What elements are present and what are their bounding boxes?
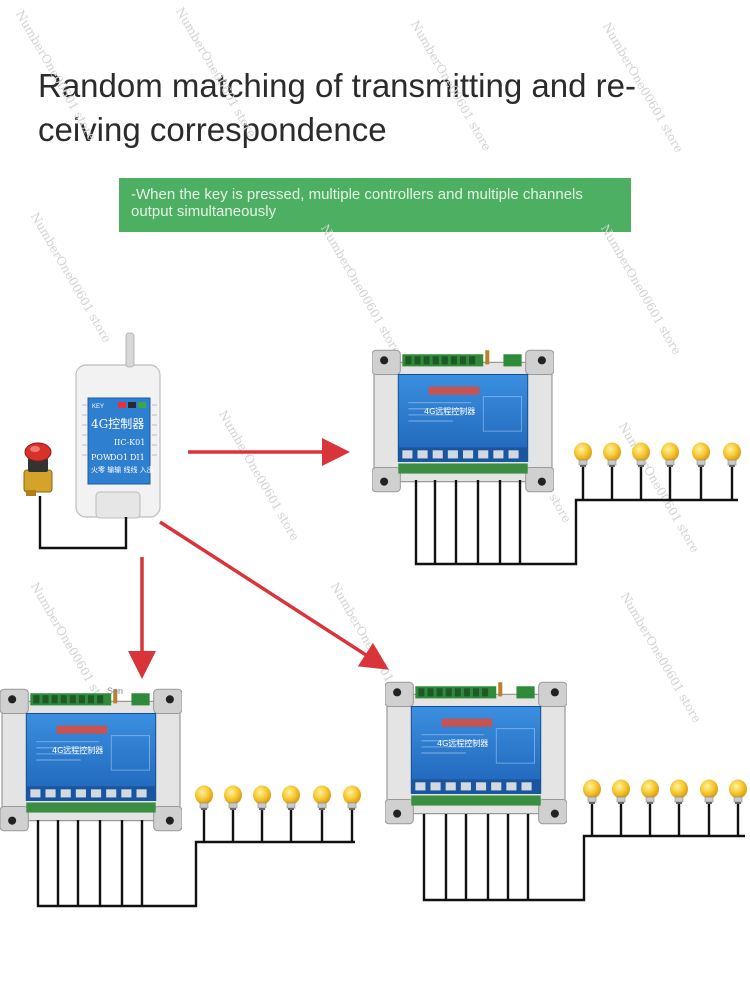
lamp-icon xyxy=(611,779,631,811)
receiver-top-right: 4G远程控制器 xyxy=(372,349,554,493)
lamp-icon xyxy=(602,442,622,474)
receiver-bottom-left-wiring xyxy=(36,820,355,908)
receiver-bottom-right: 4G远程控制器 xyxy=(385,681,567,825)
lamp-icon xyxy=(223,785,243,817)
push-button-icon xyxy=(23,442,53,496)
lamp-icon xyxy=(722,442,742,474)
receiver-bottom-right-wiring xyxy=(422,814,745,902)
lamp-icon xyxy=(194,785,214,817)
lamp-icon xyxy=(281,785,301,817)
lamp-icon xyxy=(660,442,680,474)
lamp-row-bottom-left xyxy=(194,785,362,817)
transmitter-bottom-label: 火零 输输 线线 入出 xyxy=(91,465,154,474)
transmitter-port-2: DO1 xyxy=(110,453,128,462)
title-line-1: Random matching of transmitting and re- xyxy=(38,67,636,104)
lamp-icon xyxy=(252,785,272,817)
receiver-top-right-wiring xyxy=(414,480,738,566)
lamp-icon xyxy=(669,779,689,811)
lamp-icon xyxy=(312,785,332,817)
son-label: Son xyxy=(107,686,123,696)
lamp-icon xyxy=(640,779,660,811)
lamp-icon xyxy=(699,779,719,811)
lamp-row-top-right xyxy=(573,442,742,474)
receiver-name: 4G远程控制器 xyxy=(52,745,103,755)
page-title: Random matching of transmitting and re- … xyxy=(38,64,678,152)
receiver-bottom-left: 4G远程控制器 xyxy=(0,688,182,832)
transmitter-top-label: KEY xyxy=(92,404,104,410)
lamp-row-bottom-right xyxy=(582,779,748,811)
transmitter-port-3: DI1 xyxy=(130,453,145,462)
transmitter-name: 4G控制器 xyxy=(91,417,144,431)
lamp-icon xyxy=(573,442,593,474)
title-line-2: ceiving correspondence xyxy=(38,111,387,148)
banner-text: -When the key is pressed, multiple contr… xyxy=(131,186,583,220)
transmitter-model: IIC-K01 xyxy=(114,438,145,447)
info-banner: -When the key is pressed, multiple contr… xyxy=(119,178,631,232)
transmitter-device: KEY 4G控制器 IIC-K01 POW DO1 DI1 火零 输输 线线 入… xyxy=(75,332,161,519)
receiver-name: 4G远程控制器 xyxy=(437,738,488,748)
transmitter-port-1: POW xyxy=(91,453,112,462)
lamp-icon xyxy=(631,442,651,474)
lamp-icon xyxy=(728,779,748,811)
lamp-icon xyxy=(342,785,362,817)
arrow-to-bottom-right xyxy=(159,520,389,670)
lamp-icon xyxy=(582,779,602,811)
lamp-icon xyxy=(691,442,711,474)
receiver-name: 4G远程控制器 xyxy=(424,406,475,416)
